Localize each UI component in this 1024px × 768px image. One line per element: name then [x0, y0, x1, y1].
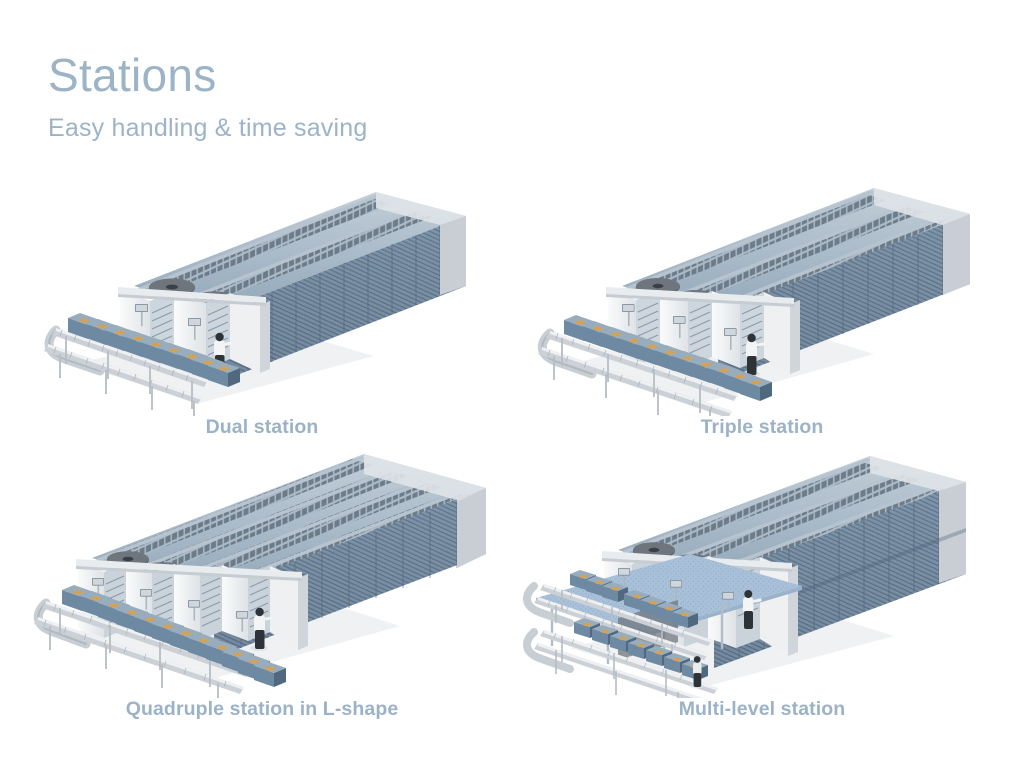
rack-end-cap-shade	[440, 216, 466, 295]
rack-top-aisle-strip-a	[632, 462, 882, 553]
conveyor-legs-lower	[555, 636, 679, 698]
rack-top-aisle-strip-c	[174, 481, 442, 583]
storage-rack-block	[134, 192, 466, 380]
aisle-shelf-lines	[153, 576, 173, 626]
rack-end-cap-shade	[943, 214, 970, 295]
rack-top-aisle-strip-b	[674, 206, 924, 301]
terminal-pole-icon	[97, 585, 100, 599]
operator-terminals	[622, 304, 737, 350]
terminal-pole-icon	[727, 599, 730, 612]
operator-terminals	[618, 568, 734, 612]
figure-grid: Dual station	[0, 168, 1024, 748]
rack-top-rail-2	[130, 467, 398, 573]
figure-caption-multi-level-station: Multi-level station	[678, 698, 846, 720]
rack-top-rail-1	[626, 190, 874, 290]
roller-conveyor	[537, 328, 738, 416]
terminal-pole-icon	[141, 312, 143, 326]
canopy-beam	[76, 559, 302, 578]
terminal-pole-icon	[194, 326, 196, 340]
tote-bins	[564, 315, 772, 401]
figure-cell-triple-station: Triple station	[522, 168, 1002, 458]
rack-top-aisle-strip-a	[150, 198, 392, 290]
rack-top-rail-3	[702, 214, 950, 314]
figure-caption-triple-station: Triple station	[700, 416, 824, 438]
worker-figure	[250, 607, 274, 651]
rack-top-aisle-strip-a	[106, 459, 374, 561]
mezzanine-deck	[536, 554, 802, 632]
station-cabinet-side	[688, 291, 712, 367]
rack-side-face-tint	[224, 216, 466, 380]
figure-quadruple-station	[22, 450, 502, 698]
tote-bins	[62, 585, 286, 687]
station-front-panel	[270, 566, 298, 650]
figure-caption-dual-station: Dual station	[205, 416, 319, 438]
terminal-pole-icon	[623, 575, 626, 588]
rack-top-rail-1	[96, 456, 364, 562]
station-front-panel	[230, 293, 260, 373]
station-front-panel-shade	[260, 301, 270, 373]
upper-level-conveyor	[523, 582, 712, 660]
page-title: Stations	[48, 49, 217, 101]
rack-end-cap-shade	[457, 488, 486, 568]
aisle-shelf-lines	[689, 303, 711, 354]
canopy-beam	[118, 287, 266, 303]
station-cabinet-side	[200, 565, 222, 640]
aisle-interior	[200, 565, 222, 640]
station-front-panel-shade	[788, 565, 798, 656]
station-front-panel	[764, 292, 790, 374]
rack-top-rail-1	[138, 194, 380, 291]
worker-figure-upper	[740, 590, 762, 631]
figure-cell-dual-station: Dual station	[22, 168, 502, 458]
figure-caption-quadruple-station: Quadruple station in L-shape	[125, 698, 399, 720]
rack-top-rail-1	[622, 458, 870, 554]
figure-multi-level-station	[522, 450, 1002, 698]
conveyor-curve-lower	[523, 628, 574, 673]
rack-top-rail-2	[660, 470, 908, 566]
storage-rack-block	[618, 456, 966, 668]
operator-terminals	[92, 578, 248, 632]
station-front-panel-shade	[298, 574, 308, 650]
station-front-panel-shade	[790, 300, 800, 374]
tote-bins	[68, 313, 240, 387]
rack-top-aisle-strip-a	[636, 194, 886, 289]
terminal-pole-icon	[679, 324, 681, 338]
figure-cell-multi-level-station: Multi-level station	[522, 450, 1002, 740]
figure-dual-station	[22, 168, 502, 416]
terminal-pole-icon	[675, 587, 678, 600]
terminal-pole-icon	[241, 618, 244, 632]
conveyor-legs	[59, 336, 195, 416]
terminal-pole-icon	[145, 596, 148, 610]
aisle-shelf-lines	[201, 577, 221, 627]
figure-triple-station	[522, 168, 1002, 416]
aisle-shelf-lines	[207, 305, 229, 356]
figure-cell-quadruple-station: Quadruple station in L-shape	[22, 450, 502, 740]
conveyor-curve-upper	[523, 582, 574, 627]
rack-end-cap-shade	[939, 482, 966, 583]
conveyor-legs	[49, 608, 219, 698]
tote-bins-upper	[570, 570, 698, 628]
page-subtitle: Easy handling & time saving	[48, 114, 368, 142]
rack-end-cap	[364, 454, 486, 554]
rack-top-aisle-strip-b	[140, 470, 408, 572]
station-cabinet	[174, 564, 200, 640]
aisle-interior	[688, 291, 712, 367]
conveyor-legs	[553, 338, 711, 416]
rack-top-aisle-strip-b	[190, 211, 432, 303]
rack-top-rail-2	[664, 202, 912, 302]
station-front-panel	[760, 557, 788, 656]
roller-conveyor	[44, 325, 208, 416]
operator-terminals	[135, 304, 201, 340]
rack-top-rail-3	[698, 482, 946, 578]
terminal-pole-icon	[193, 607, 196, 621]
rack-top-rail-3	[164, 478, 432, 584]
canopy-beam	[606, 287, 794, 304]
rack-top-aisle-strip-b	[670, 474, 920, 565]
terminal-pole-icon	[628, 312, 630, 326]
worker-figure-lower	[690, 656, 704, 689]
terminal-pole-icon	[730, 336, 732, 350]
slide-header: Stations Easy handling & time saving	[48, 52, 367, 141]
rack-top-rail-2	[178, 207, 420, 304]
